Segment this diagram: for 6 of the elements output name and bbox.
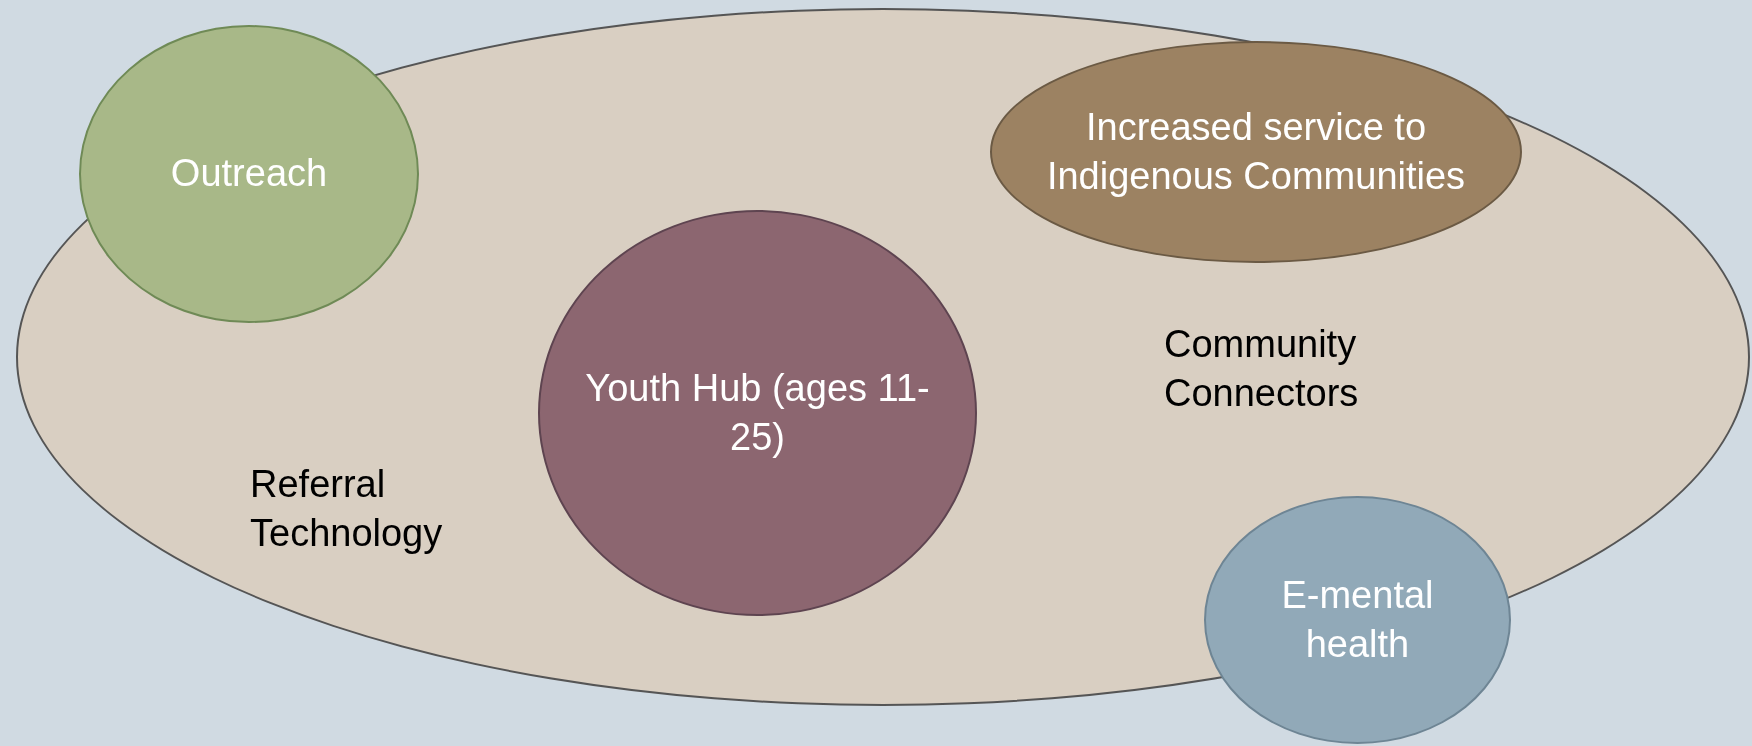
node-label: Outreach — [170, 151, 328, 197]
node-label: Youth Hub (ages 11-25) — [584, 365, 931, 460]
area-label: Referral Technology — [250, 462, 444, 557]
area-label: Community Connectors — [1164, 322, 1360, 417]
node-label: Increased service to Indigenous Communities — [1045, 104, 1467, 199]
node-label: E-mental health — [1280, 572, 1435, 667]
